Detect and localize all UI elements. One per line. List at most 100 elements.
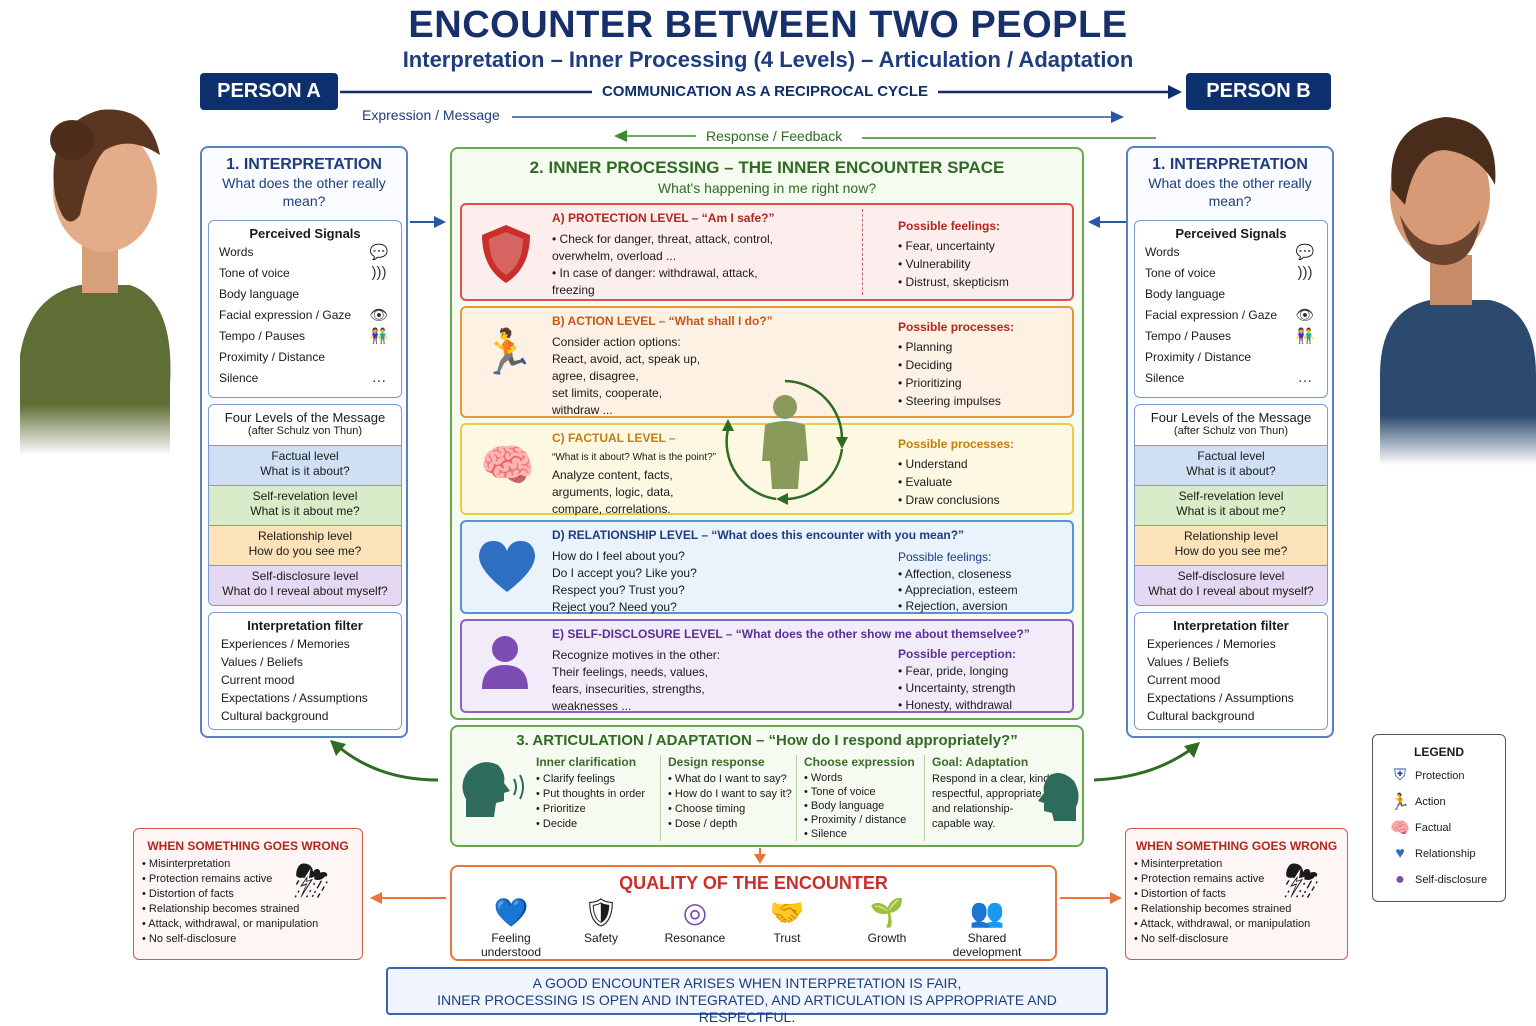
sound-waves-icon: ))) [371, 264, 387, 281]
protection-feeling: • Fear, uncertainty [898, 239, 995, 253]
filter-item: Cultural background [1147, 709, 1255, 723]
inner-clarification-col: Inner clarification • Clarify feelings •… [536, 755, 645, 832]
wrong-item: • Protection remains active [142, 873, 273, 885]
person-a-label: PERSON A [200, 73, 338, 110]
quality-growth: 🌱Growth [842, 895, 932, 945]
cycle-arrows [340, 85, 1182, 142]
protection-right-head: Possible feelings: [898, 219, 1001, 233]
interpretation-question: What does the other really mean? [1148, 175, 1312, 209]
person-b-label: PERSON B [1186, 73, 1331, 110]
action-right-head: Possible processes: [898, 320, 1015, 334]
cycle-label: COMMUNICATION AS A RECIPROCAL CYCLE [601, 83, 929, 100]
col-item: • Tone of voice [804, 786, 876, 798]
signal-tempo: Tempo / Pauses [219, 328, 306, 343]
goes-wrong-right: WHEN SOMETHING GOES WRONG • Misinterpret… [1125, 828, 1348, 960]
heart-people-icon: 💙 [493, 897, 529, 928]
four-levels-box: Four Levels of the Message (after Schulz… [1134, 404, 1328, 606]
ellipsis-icon: … [371, 369, 387, 386]
runner-icon: 🏃 [480, 328, 535, 377]
articulation-panel: 3. ARTICULATION / ADAPTATION – “How do I… [450, 725, 1084, 847]
perceived-signals-box: Perceived Signals Words💬 Tone of voice))… [208, 220, 402, 398]
response-label: Response / Feedback [706, 128, 843, 144]
protection-line: • In case of danger: withdrawal, attack, [552, 266, 758, 280]
action-process: • Planning [898, 340, 953, 354]
filter-item: Experiences / Memories [221, 637, 350, 651]
legend-protection: ⛨Protection [1373, 763, 1505, 789]
speaking-head-icon [462, 762, 524, 817]
relationship-right-head: Possible feelings: [898, 550, 992, 564]
interpretation-title: 1. INTERPRETATION [1152, 156, 1308, 173]
selfdisclosure-perception: • Fear, pride, longing [898, 664, 1009, 678]
col-head: Inner clarification [536, 755, 637, 769]
col-head: Design response [668, 755, 765, 769]
protection-head: A) PROTECTION LEVEL – “Am I safe?” [552, 211, 775, 225]
quality-panel: QUALITY OF THE ENCOUNTER 💙Feeling unders… [450, 865, 1057, 961]
protection-feeling: • Distrust, skepticism [898, 275, 1009, 289]
legend-title: LEGEND [1413, 745, 1464, 759]
four-levels-title: Four Levels of the Message [1150, 410, 1312, 425]
relationship-line: How do I feel about you? [552, 549, 685, 563]
wrong-item: • No self-disclosure [142, 933, 237, 945]
goal-adaptation-col: Goal: Adaptation Respond in a clear, kin… [932, 755, 1052, 832]
col-head: Goal: Adaptation [932, 755, 1029, 769]
articulation-title: 3. ARTICULATION / ADAPTATION – “How do I… [516, 732, 1018, 749]
action-process: • Deciding [898, 358, 953, 372]
heart-icon [478, 540, 536, 592]
filter-item: Current mood [221, 673, 295, 687]
selfdisclosure-right-head: Possible perception: [898, 647, 1017, 661]
signal-proximity: Proximity / Distance [219, 349, 326, 364]
page-subtitle: Interpretation – Inner Processing (4 Lev… [402, 47, 1134, 72]
filter-item: Cultural background [221, 709, 329, 723]
quality-resonance: ◎Resonance [650, 895, 740, 945]
design-response-col: Design response • What do I want to say?… [668, 755, 792, 832]
action-process: • Prioritizing [898, 376, 962, 390]
inner-cycle-figure [722, 379, 848, 505]
filter-item: Values / Beliefs [221, 655, 303, 669]
protection-line: overwhelm, overload ... [552, 249, 677, 263]
col-item: respectful, appropriate, [932, 788, 1045, 800]
inner-title: 2. INNER PROCESSING – THE INNER ENCOUNTE… [529, 158, 1005, 177]
col-item: • Body language [804, 800, 885, 812]
factual-line: Analyze content, facts, [552, 468, 673, 482]
signal-silence: Silence [219, 370, 259, 385]
inner-processing-panel: 2. INNER PROCESSING – THE INNER ENCOUNTE… [450, 147, 1084, 720]
action-head: B) ACTION LEVEL – “What shall I do?” [552, 314, 773, 328]
people-icon: 👫 [1295, 327, 1315, 345]
protection-line: freezing [552, 283, 595, 297]
goes-wrong-title: WHEN SOMETHING GOES WRONG [147, 839, 349, 853]
expression-label: Expression / Message [362, 107, 500, 123]
summary-line: A GOOD ENCOUNTER ARISES WHEN INTERPRETAT… [532, 975, 962, 991]
selfdisclosure-line: Recognize motives in the other: [552, 648, 721, 662]
signal-tone: Tone of voice [1145, 265, 1216, 280]
summary-line: INNER PROCESSING IS OPEN AND INTEGRATED,… [437, 992, 1057, 1025]
quality-trust: 🤝Trust [742, 895, 832, 945]
person-icon: ● [1395, 871, 1405, 888]
relationship-head: D) RELATIONSHIP LEVEL – “What does this … [552, 528, 965, 542]
action-line: set limits, cooperate, [552, 386, 663, 400]
legend-relationship: ♥Relationship [1373, 841, 1505, 867]
person-b-illustration [1380, 117, 1536, 465]
wrong-item: • Distortion of facts [1134, 888, 1226, 900]
protection-line: • Check for danger, threat, attack, cont… [552, 232, 773, 246]
ripple-icon: ◎ [682, 897, 708, 928]
signal-body: Body language [1145, 286, 1226, 301]
selfdisclosure-line: fears, insecurities, strengths, [552, 682, 705, 696]
wrong-item: • Distortion of facts [142, 888, 234, 900]
legend-factual: 🧠Factual [1373, 815, 1505, 841]
perceived-signals-box: Perceived Signals Words💬 Tone of voice))… [1134, 220, 1328, 398]
inner-question: What's happening in me right now? [657, 180, 877, 196]
four-levels-sub: (after Schulz von Thun) [1173, 425, 1289, 437]
choose-expression-col: Choose expression • Words • Tone of voic… [804, 755, 915, 841]
quality-title: QUALITY OF THE ENCOUNTER [619, 873, 888, 893]
factual-level-band: 🧠 C) FACTUAL LEVEL – “What is it about? … [460, 423, 1074, 516]
action-line: agree, disagree, [552, 369, 639, 383]
signal-tone: Tone of voice [219, 265, 290, 280]
col-item: • What do I want to say? [668, 773, 787, 785]
interpretation-panel-right: 1. INTERPRETATION What does the other re… [1126, 146, 1334, 738]
signals-title: Perceived Signals [249, 226, 361, 241]
signal-words: Words [1145, 244, 1180, 259]
summary-box: A GOOD ENCOUNTER ARISES WHEN INTERPRETAT… [386, 967, 1108, 1025]
eye-icon: 👁 [369, 306, 389, 324]
